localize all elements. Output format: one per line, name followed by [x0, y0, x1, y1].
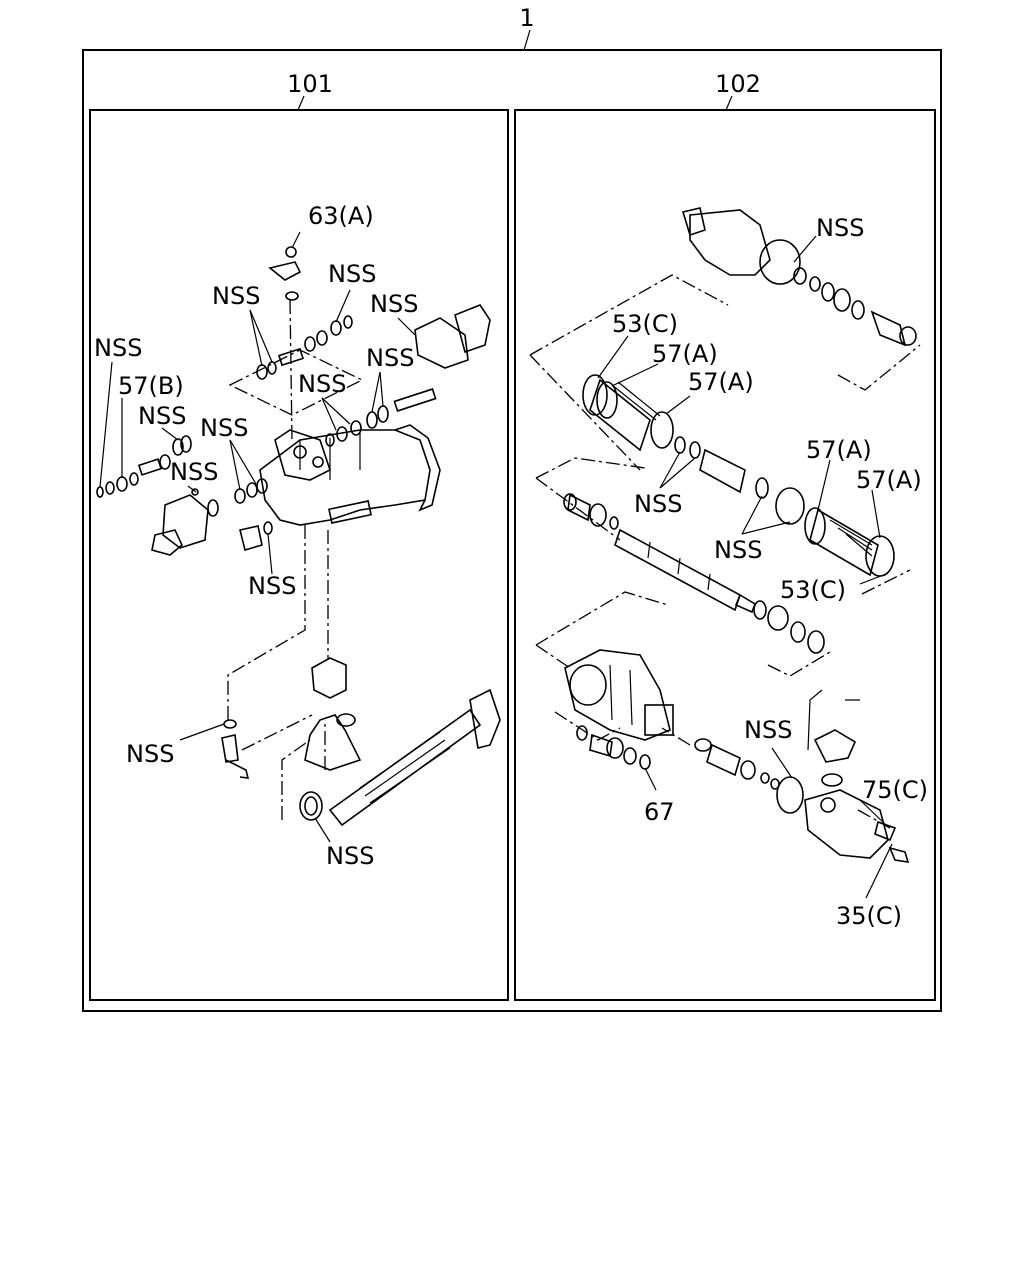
callout-67: 67: [644, 798, 675, 826]
callout-63a: 63(A): [308, 202, 374, 230]
callout-53c-2: 53(C): [780, 576, 846, 604]
callout-57a-1: 57(A): [652, 340, 718, 368]
callout-75c: 75(C): [862, 776, 928, 804]
callout-57a-3: 57(A): [806, 436, 872, 464]
callout-nss-10: NSS: [248, 572, 296, 600]
callout-nss-15: NSS: [714, 536, 762, 564]
callout-nss-4: NSS: [366, 344, 414, 372]
callout-57a-4: 57(A): [856, 466, 922, 494]
callout-nss-7: NSS: [200, 414, 248, 442]
callout-nss-3: NSS: [370, 290, 418, 318]
callout-nss-11: NSS: [126, 740, 174, 768]
panel-101-leaders: [99, 231, 416, 843]
callout-nss-8: NSS: [170, 458, 218, 486]
panel-101-parts: [96, 246, 501, 827]
callout-nss-6: NSS: [138, 402, 186, 430]
left-seal-stack: [96, 435, 192, 498]
callout-nss-14: NSS: [634, 490, 682, 518]
assembly-number: 1: [519, 4, 534, 32]
panel-101: 101: [89, 70, 509, 1001]
panel-102-number: 102: [715, 70, 761, 98]
panel-101-callouts: 63(A) NSS NSS NSS NSS NSS 57(B) NSS NSS …: [94, 202, 418, 870]
callout-nss-16: NSS: [744, 716, 792, 744]
callout-nss-2: NSS: [328, 260, 376, 288]
panel-102-parts: [529, 207, 921, 863]
panel-102-callouts: NSS 53(C) 57(A) 57(A) NSS NSS 57(A) 57(A…: [612, 214, 928, 930]
callout-nss-9: NSS: [298, 370, 346, 398]
assembly-frame: 1: [82, 4, 942, 1012]
callout-nss-1: NSS: [212, 282, 260, 310]
callout-57b: 57(B): [118, 372, 184, 400]
callout-nss-12: NSS: [326, 842, 374, 870]
callout-53c-1: 53(C): [612, 310, 678, 338]
callout-nss-13: NSS: [816, 214, 864, 242]
callout-nss-5: NSS: [94, 334, 142, 362]
callout-57a-2: 57(A): [688, 368, 754, 396]
panel-102: 102: [514, 70, 936, 1001]
panel-101-number: 101: [287, 70, 333, 98]
callout-35c: 35(C): [836, 902, 902, 930]
panel-102-leaders: [597, 235, 893, 899]
